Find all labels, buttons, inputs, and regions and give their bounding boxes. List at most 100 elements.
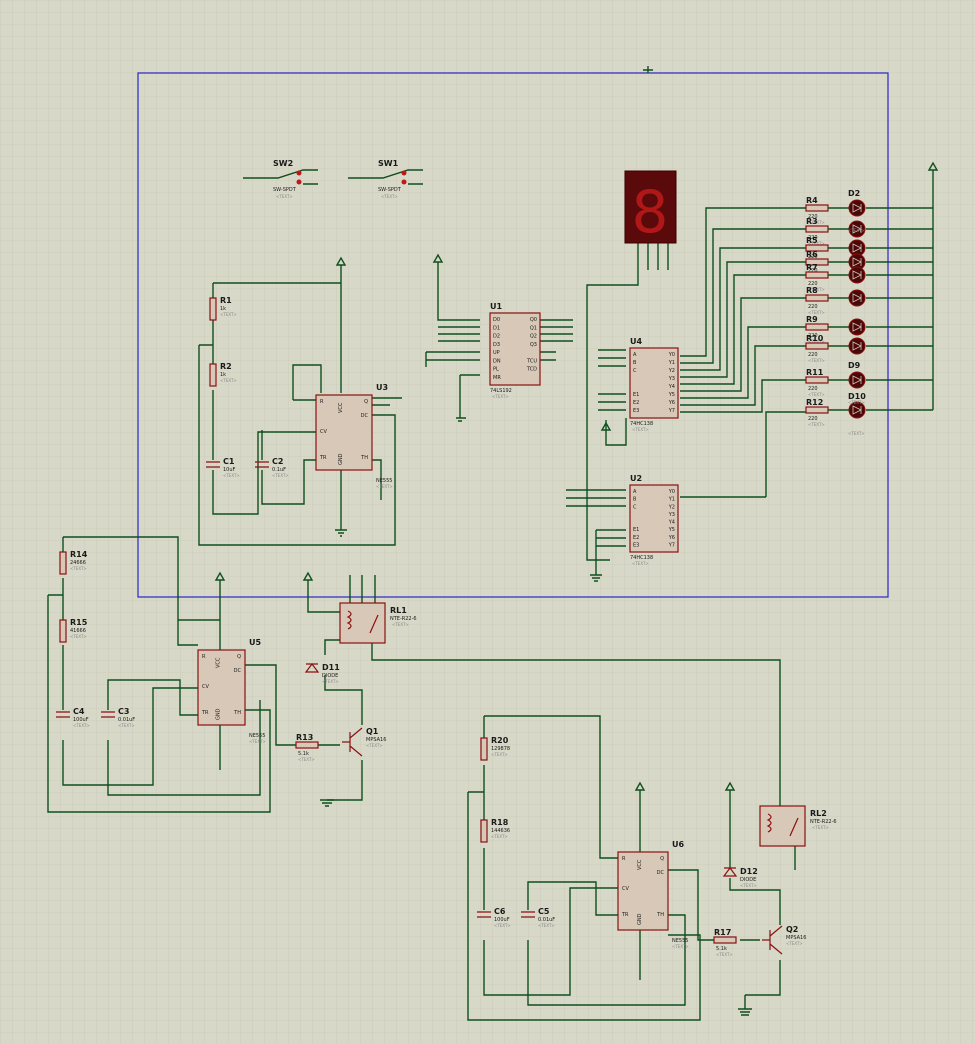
- resistor-ref: R11: [806, 368, 824, 377]
- ic-pin-label: Q0: [530, 317, 537, 323]
- text-placeholder: <TEXT>: [70, 634, 87, 639]
- led-indicator[interactable]: [828, 337, 866, 355]
- resistor-ref: R5: [806, 236, 818, 245]
- resistor-value: 129878: [491, 746, 510, 752]
- switch-ref: SW2: [273, 159, 293, 168]
- text-placeholder: <TEXT>: [381, 194, 398, 199]
- text-placeholder: <TEXT>: [492, 394, 509, 399]
- ic-ref: U3: [376, 383, 388, 392]
- resistor-ref: R12: [806, 398, 823, 407]
- led-indicator[interactable]: [828, 318, 866, 336]
- ic-part: NE555: [672, 938, 688, 944]
- ic-pin-label: A: [633, 352, 637, 358]
- ic-pin-label: TCU: [526, 358, 537, 364]
- led-indicator[interactable]: [828, 371, 866, 389]
- led-indicator[interactable]: [828, 401, 866, 419]
- ic-pin-label: Q: [364, 399, 368, 405]
- text-placeholder: <TEXT>: [220, 312, 237, 317]
- text-placeholder: <TEXT>: [392, 622, 409, 627]
- text-placeholder: <TEXT>: [118, 723, 135, 728]
- ic-pin-label: Q2: [530, 334, 537, 340]
- ic-part: 74HC138: [630, 421, 653, 427]
- ic-pin-label: UP: [493, 350, 500, 356]
- resistor-value: 5.1k: [298, 751, 309, 757]
- ic-pin-label: Y1: [668, 497, 675, 503]
- resistor-value: 1k: [220, 306, 226, 312]
- led-indicator[interactable]: [828, 266, 866, 284]
- seven-segment-display[interactable]: 8: [624, 170, 677, 246]
- text-placeholder: <TEXT>: [220, 378, 237, 383]
- relay-ref: RL1: [390, 606, 407, 615]
- leds: D2<TEXT>D9<TEXT>D10<TEXT>: [828, 189, 866, 436]
- resistor-ref: R13: [296, 733, 313, 742]
- ground-symbols: [320, 417, 752, 1016]
- led-indicator[interactable]: [828, 220, 866, 238]
- ic-pin-label: C: [633, 504, 637, 510]
- led-indicator[interactable]: [828, 199, 866, 217]
- ic-pin-label: R: [202, 654, 206, 660]
- text-placeholder: <TEXT>: [366, 743, 383, 748]
- ic-pin-label: GND: [338, 453, 344, 465]
- ic-pin-label: R: [320, 399, 324, 405]
- text-placeholder: <TEXT>: [808, 422, 825, 427]
- capacitor-c2[interactable]: C20.1uF<TEXT>: [255, 457, 289, 478]
- ic-u1[interactable]: U1D0D1D2D3UPDNPLMRQ0Q1Q2Q3TCUTCD74LS192<…: [489, 302, 541, 399]
- ic-part: NE555: [376, 478, 392, 484]
- diode-part: DIODE: [740, 877, 756, 883]
- ic-pin-label: B: [633, 497, 637, 503]
- capacitor-c3[interactable]: C30.01uF<TEXT>: [101, 707, 135, 728]
- resistor-ref: R20: [491, 736, 509, 745]
- ic-ref: U5: [249, 638, 261, 647]
- capacitor-c5[interactable]: C50.01uF<TEXT>: [521, 907, 555, 928]
- ic-pin-label: D2: [493, 334, 500, 340]
- ic-ref: U4: [630, 337, 642, 346]
- ic-pin-label: E1: [633, 527, 639, 533]
- ic-pin-label: DC: [234, 668, 242, 674]
- ic-pin-label: E1: [633, 392, 639, 398]
- text-placeholder: <TEXT>: [632, 427, 649, 432]
- relay-part: NTE-R22-6: [810, 819, 837, 825]
- display-digit: 8: [632, 178, 669, 246]
- resistor-value: 144636: [491, 828, 510, 834]
- led-ref: D10: [848, 392, 866, 401]
- led-indicator[interactable]: [828, 289, 866, 307]
- resistor-value: 1k: [220, 372, 226, 378]
- capacitor-ref: C2: [272, 457, 283, 466]
- capacitor-value: 0.01uF: [538, 917, 555, 923]
- text-placeholder: <TEXT>: [494, 923, 511, 928]
- led-ref: D9: [848, 361, 861, 370]
- resistor-ref: R6: [806, 250, 818, 259]
- diode-ref: D12: [740, 867, 758, 876]
- text-placeholder: <TEXT>: [808, 241, 825, 246]
- ic-pin-label: CV: [202, 684, 209, 690]
- resistor-ref: R15: [70, 618, 88, 627]
- text-placeholder: <TEXT>: [70, 566, 87, 571]
